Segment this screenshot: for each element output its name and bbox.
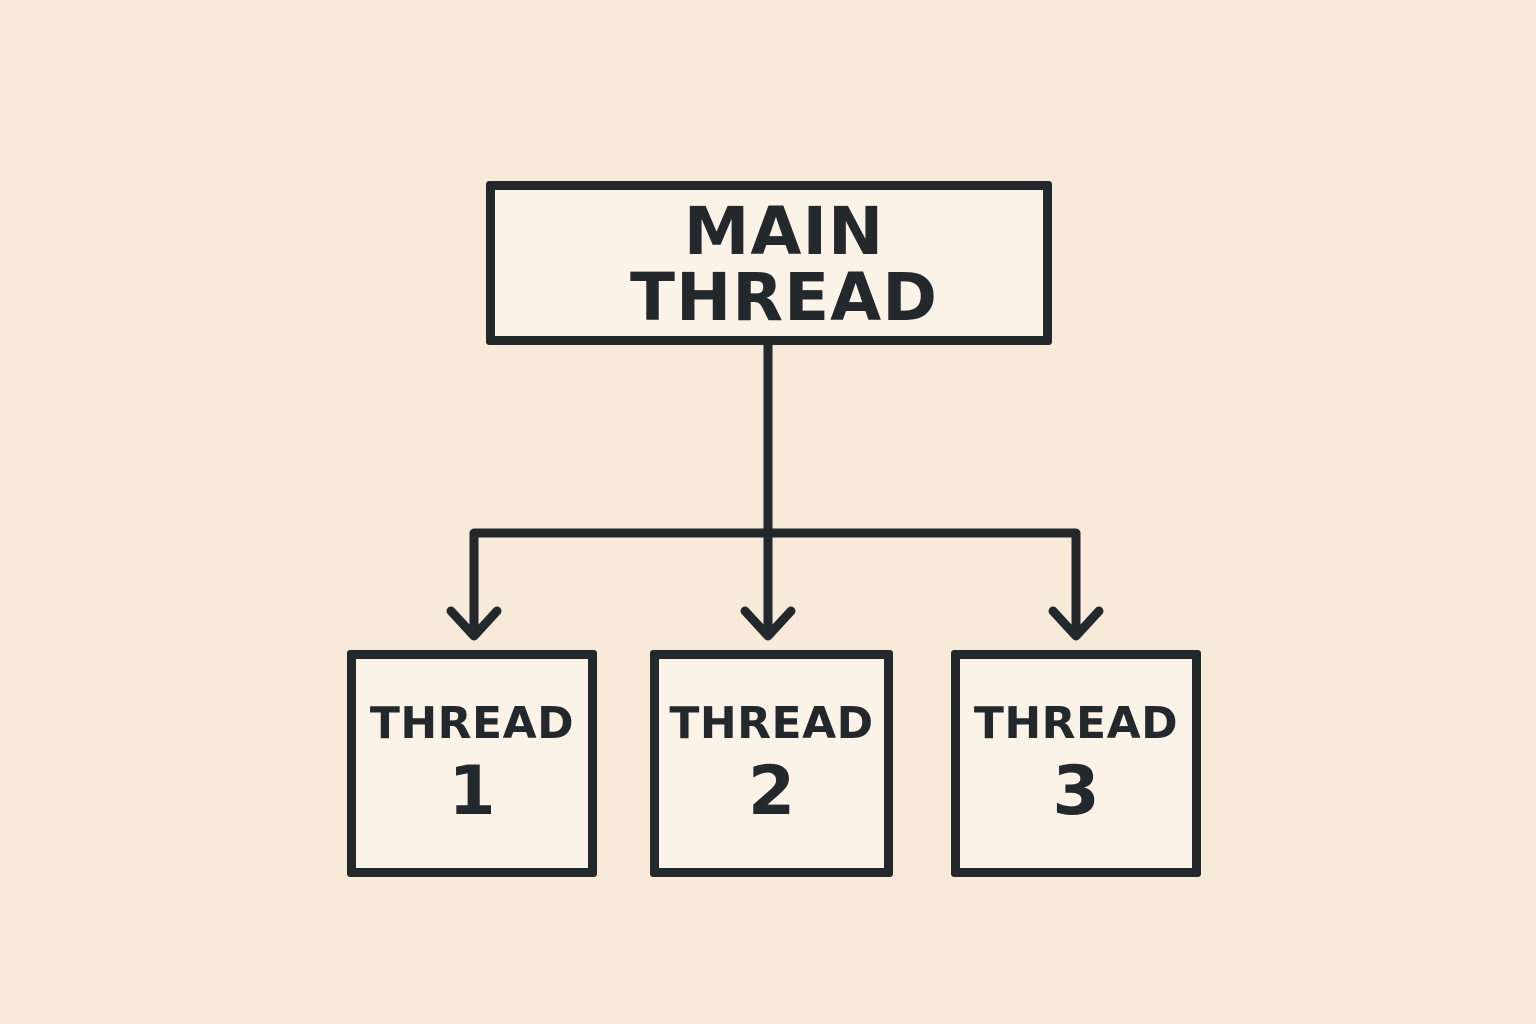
main-thread-box: MAIN THREAD: [486, 181, 1052, 345]
thread-2-label: THREAD: [669, 697, 874, 749]
arrowhead-thread-3: [1048, 606, 1104, 641]
thread-3-number: 3: [1052, 751, 1100, 831]
thread-3-box: THREAD 3: [951, 650, 1201, 877]
thread-1-label: THREAD: [369, 697, 575, 749]
main-thread-label: MAIN THREAD: [629, 193, 939, 336]
thread-2-box: THREAD 2: [650, 650, 893, 877]
arrowhead-thread-1: [446, 606, 502, 641]
arrowhead-thread-2: [740, 606, 796, 641]
thread-1-box: THREAD 1: [347, 650, 597, 877]
branch-line: [469, 528, 1081, 639]
thread-1-number: 1: [448, 751, 496, 831]
thread-3-label: THREAD: [973, 697, 1179, 749]
thread-2-number: 2: [747, 751, 796, 831]
